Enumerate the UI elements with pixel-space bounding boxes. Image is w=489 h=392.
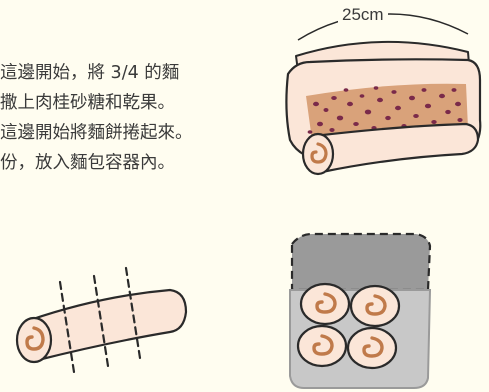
filling-dots xyxy=(307,86,463,134)
instruction-text: 這邊開始，將 3/4 的麵 撒上肉桂砂糖和乾果。 這邊開始將麵餅捲起來。 份，放… xyxy=(0,58,290,178)
front-roll xyxy=(312,122,480,174)
dough-width-label: 25cm xyxy=(338,5,388,25)
dough-log-icon xyxy=(15,266,188,374)
instruction-line-3: 這邊開始將麵餅捲起來。 xyxy=(0,123,193,143)
bread-container-icon xyxy=(289,232,432,389)
roll-top-left xyxy=(299,282,351,326)
dough-log xyxy=(28,288,188,362)
roll-bottom-left xyxy=(296,324,348,368)
front-roll-end xyxy=(301,132,335,176)
swirl-icon xyxy=(25,326,45,351)
instruction-line-2: 撒上肉桂砂糖和乾果。 xyxy=(0,93,175,113)
roll-bottom-right xyxy=(346,326,398,370)
cut-lines xyxy=(58,266,142,374)
dimension-line xyxy=(297,13,469,41)
instruction-line-1: 這邊開始，將 3/4 的麵 xyxy=(0,63,180,83)
rolls-group xyxy=(296,282,401,370)
dough-log-end xyxy=(15,316,53,364)
swirl-icon xyxy=(310,142,328,164)
instruction-line-4: 份，放入麵包容器內。 xyxy=(0,153,175,173)
rolled-dough-sheet-icon xyxy=(285,13,482,176)
container-lid xyxy=(290,232,432,292)
roll-top-right xyxy=(349,284,401,328)
